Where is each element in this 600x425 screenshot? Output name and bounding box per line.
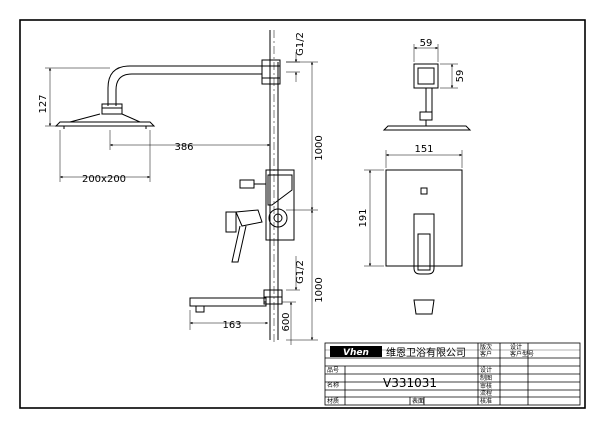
label-finish: 表面 [412, 397, 424, 405]
dim-thread-bottom: G1/2 [295, 260, 306, 284]
side-dimension-lines [413, 44, 458, 89]
dim-arm-length: 386 [174, 142, 193, 153]
dimension-lines [45, 52, 318, 345]
dim-valve-height: 191 [358, 208, 369, 227]
label-design: 设计 [480, 366, 492, 374]
dimension-labels: 127 386 200x200 G1/2 1000 G1/2 1000 163 … [38, 32, 325, 331]
dim-spout-length: 163 [222, 320, 241, 331]
label-approve: 核准 [480, 397, 492, 405]
sheet-border [19, 19, 586, 409]
side-view [382, 63, 472, 131]
dim-spout-height: 600 [281, 312, 292, 331]
label-material: 材质 [327, 397, 339, 405]
dim-riser-bottom: 1000 [314, 277, 325, 302]
valve-plate-view [385, 169, 463, 315]
label-name: 名称 [327, 381, 339, 389]
label-process: 流程 [480, 389, 492, 397]
dim-side-height: 59 [455, 70, 466, 83]
dim-thread-top: G1/2 [295, 32, 306, 56]
label-customer: 客户 [480, 350, 492, 358]
dim-side-width: 59 [420, 38, 433, 49]
label-version: 版次 [480, 343, 492, 351]
label-customer-no: 客户型号 [510, 350, 534, 358]
brand-logo [330, 346, 382, 357]
brand-name: Vhen [343, 348, 369, 358]
model-number: V331031 [383, 376, 437, 390]
dim-head-size: 200x200 [82, 174, 126, 185]
company-name: 维恩卫浴有限公司 [386, 346, 466, 359]
dim-valve-width: 151 [414, 144, 433, 155]
dim-arm-height: 127 [38, 94, 49, 113]
valve-dimension-lines [364, 150, 463, 267]
dim-riser-top: 1000 [314, 135, 325, 160]
title-block-labels: 版次 设计 客户 客户型号 品号 设计 名称 制图 审核 材质 表面 核准 流程 [327, 343, 534, 405]
title-block [324, 342, 581, 406]
label-review: 审核 [480, 382, 492, 390]
front-view [54, 30, 295, 345]
label-design-ok: 设计 [510, 343, 522, 351]
label-part-no: 品号 [327, 367, 339, 374]
label-drawn: 制图 [480, 374, 492, 382]
